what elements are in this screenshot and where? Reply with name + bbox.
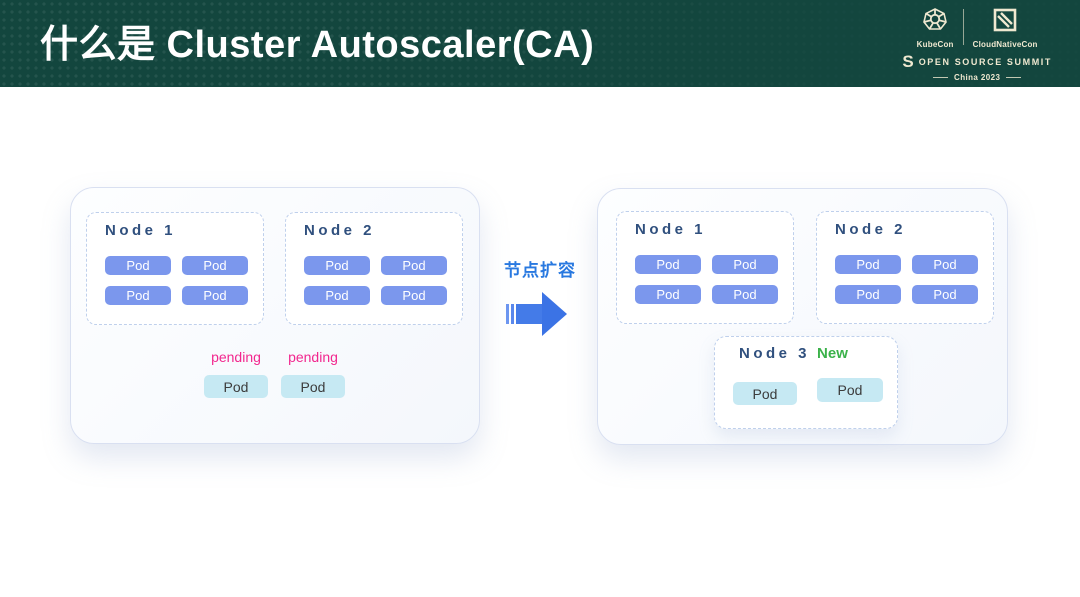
after-node-3-new: Node 3 New Pod Pod — [714, 336, 898, 429]
open-source-summit-icon: S — [902, 52, 914, 71]
cloudnativecon-icon — [993, 8, 1017, 37]
pod: Pod — [105, 286, 171, 305]
node-title: Node 1 — [635, 221, 707, 238]
cluster-after: Node 1 Pod Pod Pod Pod Node 2 Pod Pod Po… — [597, 188, 1008, 445]
kubernetes-helm-icon — [922, 6, 948, 37]
pod: Pod — [912, 255, 978, 274]
new-node-pod: Pod — [817, 378, 883, 402]
pending-pod-unit: pending Pod — [200, 349, 272, 398]
node-title: Node 2 — [835, 221, 907, 238]
pod: Pod — [835, 255, 901, 274]
after-node-2: Node 2 Pod Pod Pod Pod — [816, 211, 994, 324]
pod: Pod — [635, 285, 701, 304]
pod: Pod — [381, 256, 447, 275]
pod-grid: Pod Pod Pod Pod — [105, 256, 248, 305]
pending-label: pending — [288, 349, 338, 365]
kubecon-label: KubeCon — [916, 40, 954, 49]
pod-grid: Pod Pod Pod Pod — [304, 256, 447, 305]
event-label: China 2023 — [954, 73, 1001, 82]
cloudnativecon-label: CloudNativeCon — [972, 40, 1038, 49]
cluster-before: Node 1 Pod Pod Pod Pod Node 2 Pod Pod Po… — [70, 187, 480, 444]
new-badge: New — [817, 345, 848, 362]
node-title: Node 1 — [105, 222, 177, 239]
summit-label: OPEN SOURCE SUMMIT — [918, 56, 1052, 67]
pod-grid: Pod Pod Pod Pod — [635, 255, 778, 304]
right-arrow-icon — [506, 291, 568, 342]
before-node-1: Node 1 Pod Pod Pod Pod — [86, 212, 264, 325]
pod: Pod — [304, 286, 370, 305]
brand-block: KubeCon CloudNativeCon — [902, 6, 1052, 82]
header-bar: 什么是 Cluster Autoscaler(CA) — [0, 0, 1080, 87]
pod: Pod — [105, 256, 171, 275]
dash-right — [1006, 77, 1022, 78]
pod: Pod — [635, 255, 701, 274]
before-node-2: Node 2 Pod Pod Pod Pod — [285, 212, 463, 325]
pod: Pod — [912, 285, 978, 304]
pod-grid: Pod Pod Pod Pod — [835, 255, 978, 304]
new-node-pod: Pod — [733, 382, 797, 405]
pending-label: pending — [211, 349, 261, 365]
after-node-1: Node 1 Pod Pod Pod Pod — [616, 211, 794, 324]
brand-logos-row: KubeCon CloudNativeCon — [917, 6, 1038, 49]
header-dot-pattern — [0, 0, 1080, 87]
pod: Pod — [381, 286, 447, 305]
page-title: 什么是 Cluster Autoscaler(CA) — [40, 24, 595, 66]
cloudnativecon-logo: CloudNativeCon — [973, 8, 1038, 49]
summit-row: S OPEN SOURCE SUMMIT — [902, 53, 1052, 70]
pod: Pod — [304, 256, 370, 275]
pending-pod: Pod — [204, 375, 268, 398]
node-title: Node 3 — [739, 345, 811, 362]
node3-title-row: Node 3 New — [739, 345, 848, 362]
pod: Pod — [712, 285, 778, 304]
brand-divider — [962, 8, 964, 45]
pending-pod-unit: pending Pod — [277, 349, 349, 398]
node-title: Node 2 — [304, 222, 376, 239]
pod: Pod — [712, 255, 778, 274]
kubecon-logo: KubeCon — [917, 6, 954, 49]
pod: Pod — [182, 256, 248, 275]
event-row: China 2023 — [933, 73, 1022, 82]
pending-pod: Pod — [281, 375, 345, 398]
pod: Pod — [182, 286, 248, 305]
transition-label: 节点扩容 — [504, 261, 576, 280]
pod: Pod — [835, 285, 901, 304]
dash-left — [933, 77, 949, 78]
